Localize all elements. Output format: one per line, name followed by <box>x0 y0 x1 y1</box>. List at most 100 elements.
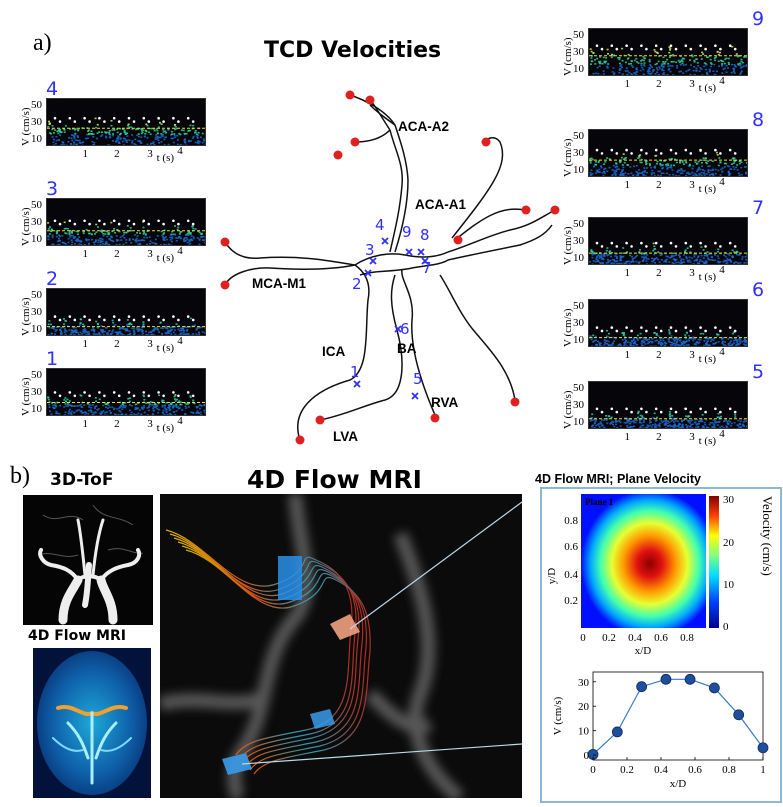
tcd-xtick: 4 <box>177 335 183 347</box>
cb-tick-30: 30 <box>723 494 735 506</box>
site-7: 7 <box>422 259 432 277</box>
tcd-xtick: 2 <box>114 148 120 160</box>
hm-xtick-0: 0 <box>580 632 586 644</box>
tcd-ylabel: V (cm/s) <box>562 226 574 265</box>
tcd-ytick: 50 <box>31 289 42 302</box>
tcd-ytick: 10 <box>31 132 42 145</box>
tcd-xtick: 3 <box>689 179 695 191</box>
tcd-xtick: 3 <box>147 148 153 160</box>
tof-image <box>23 495 153 625</box>
hm-ytick-2: 0.4 <box>564 569 578 581</box>
tcd-ylabel: V (cm/s) <box>20 207 32 246</box>
tcd-xtick: 1 <box>624 78 631 90</box>
tcd-ytick: 50 <box>31 369 42 382</box>
x-tick-label: 0.2 <box>620 764 634 776</box>
tcd-xlabel: t (s) <box>156 422 175 434</box>
tcd-ytick: 10 <box>573 333 584 346</box>
label-mca-m1: MCA-M1 <box>252 276 306 291</box>
tcd-ytick: 50 <box>573 130 584 143</box>
tcd-xtick: 3 <box>689 78 695 90</box>
tcd-ytick: 30 <box>573 46 584 59</box>
x-tick-label: 1 <box>760 764 766 776</box>
tcd-ytick: 30 <box>31 116 42 129</box>
hm-xtick-1: 0.2 <box>602 632 616 644</box>
data-point <box>611 726 623 738</box>
colorbar-label: Velocity (cm/s) <box>760 496 775 576</box>
data-point <box>684 673 696 685</box>
label-lva: LVA <box>333 429 358 444</box>
tcd-number: 3 <box>46 178 59 200</box>
panel-b-label: b) <box>10 463 30 489</box>
tcd-xtick: 2 <box>656 179 662 191</box>
tcd-xtick: 2 <box>656 349 662 361</box>
tcd-number: 1 <box>46 348 59 370</box>
tcd-xlabel: t (s) <box>156 252 175 264</box>
tcd-xtick: 1 <box>82 148 89 160</box>
velocity-heatmap: Plane 1 30 20 10 0 Velocity (cm/s) 0.8 0… <box>546 494 775 657</box>
tcd-ytick: 30 <box>573 147 584 160</box>
profile-line <box>592 678 764 755</box>
tcd-xtick: 2 <box>114 338 120 350</box>
tcd-ylabel: V (cm/s) <box>20 107 32 146</box>
tcd-ytick: 30 <box>31 306 42 319</box>
flow-main-image <box>160 494 522 798</box>
site-8: 8 <box>420 226 430 244</box>
tcd-ylabel: V (cm/s) <box>562 37 574 76</box>
tcd-ytick: 30 <box>573 317 584 330</box>
label-rva: RVA <box>431 395 459 410</box>
tcd-ytick: 10 <box>31 322 42 335</box>
tcd-xtick: 4 <box>719 428 725 440</box>
tcd-ytick: 50 <box>31 199 42 212</box>
tcd-xtick: 1 <box>624 349 631 361</box>
vessel-tree <box>220 90 560 445</box>
tcd-ytick: 30 <box>31 216 42 229</box>
plane-label: Plane 1 <box>585 497 614 507</box>
cb-tick-20: 20 <box>723 537 735 549</box>
tcd-xtick: 4 <box>719 75 725 87</box>
plane-title: 4D Flow MRI; Plane Velocity <box>535 472 702 486</box>
tcd-ytick: 50 <box>573 382 584 395</box>
tcd-xlabel: t (s) <box>156 342 175 354</box>
tcd-ytick: 50 <box>573 29 584 42</box>
data-point <box>757 742 769 754</box>
x-tick-label: 0.4 <box>654 764 668 776</box>
tcd-xtick: 1 <box>82 248 89 260</box>
site-5: 5 <box>413 370 423 388</box>
x-axis-label: x/D <box>670 778 687 790</box>
tcd-xlabel: t (s) <box>698 183 717 195</box>
data-point <box>660 673 672 685</box>
tcd-xtick: 3 <box>689 431 695 443</box>
tcd-number: 8 <box>752 109 765 131</box>
tcd-xtick: 4 <box>177 245 183 257</box>
tcd-xtick: 4 <box>177 415 183 427</box>
panel-a-label: a) <box>33 30 52 56</box>
tcd-number: 2 <box>46 268 59 290</box>
tcd-ylabel: V (cm/s) <box>562 390 574 429</box>
site-6: 6 <box>400 320 410 338</box>
tcd-xtick: 3 <box>147 338 153 350</box>
tcd-ytick: 10 <box>31 402 42 415</box>
data-point <box>708 682 720 694</box>
tcd-xtick: 4 <box>177 145 183 157</box>
tcd-xtick: 1 <box>82 418 89 430</box>
tcd-ytick: 30 <box>31 386 42 399</box>
tcd-ytick: 30 <box>573 235 584 248</box>
tcd-ytick: 10 <box>573 251 584 264</box>
y-tick-label: 10 <box>578 726 590 738</box>
label-aca-a2: ACA-A2 <box>398 119 450 134</box>
tcd-xtick: 4 <box>719 264 725 276</box>
label-ba: BA <box>397 341 417 356</box>
tcd-ytick: 10 <box>31 232 42 245</box>
tcd-number: 7 <box>752 197 765 219</box>
tcd-ylabel: V (cm/s) <box>20 297 32 336</box>
site-9: 9 <box>402 223 412 241</box>
flow-big-title: 4D Flow MRI <box>247 465 422 494</box>
tcd-ylabel: V (cm/s) <box>20 377 32 416</box>
tcd-number: 4 <box>46 78 59 100</box>
hm-ytick-3: 0.2 <box>564 595 578 607</box>
